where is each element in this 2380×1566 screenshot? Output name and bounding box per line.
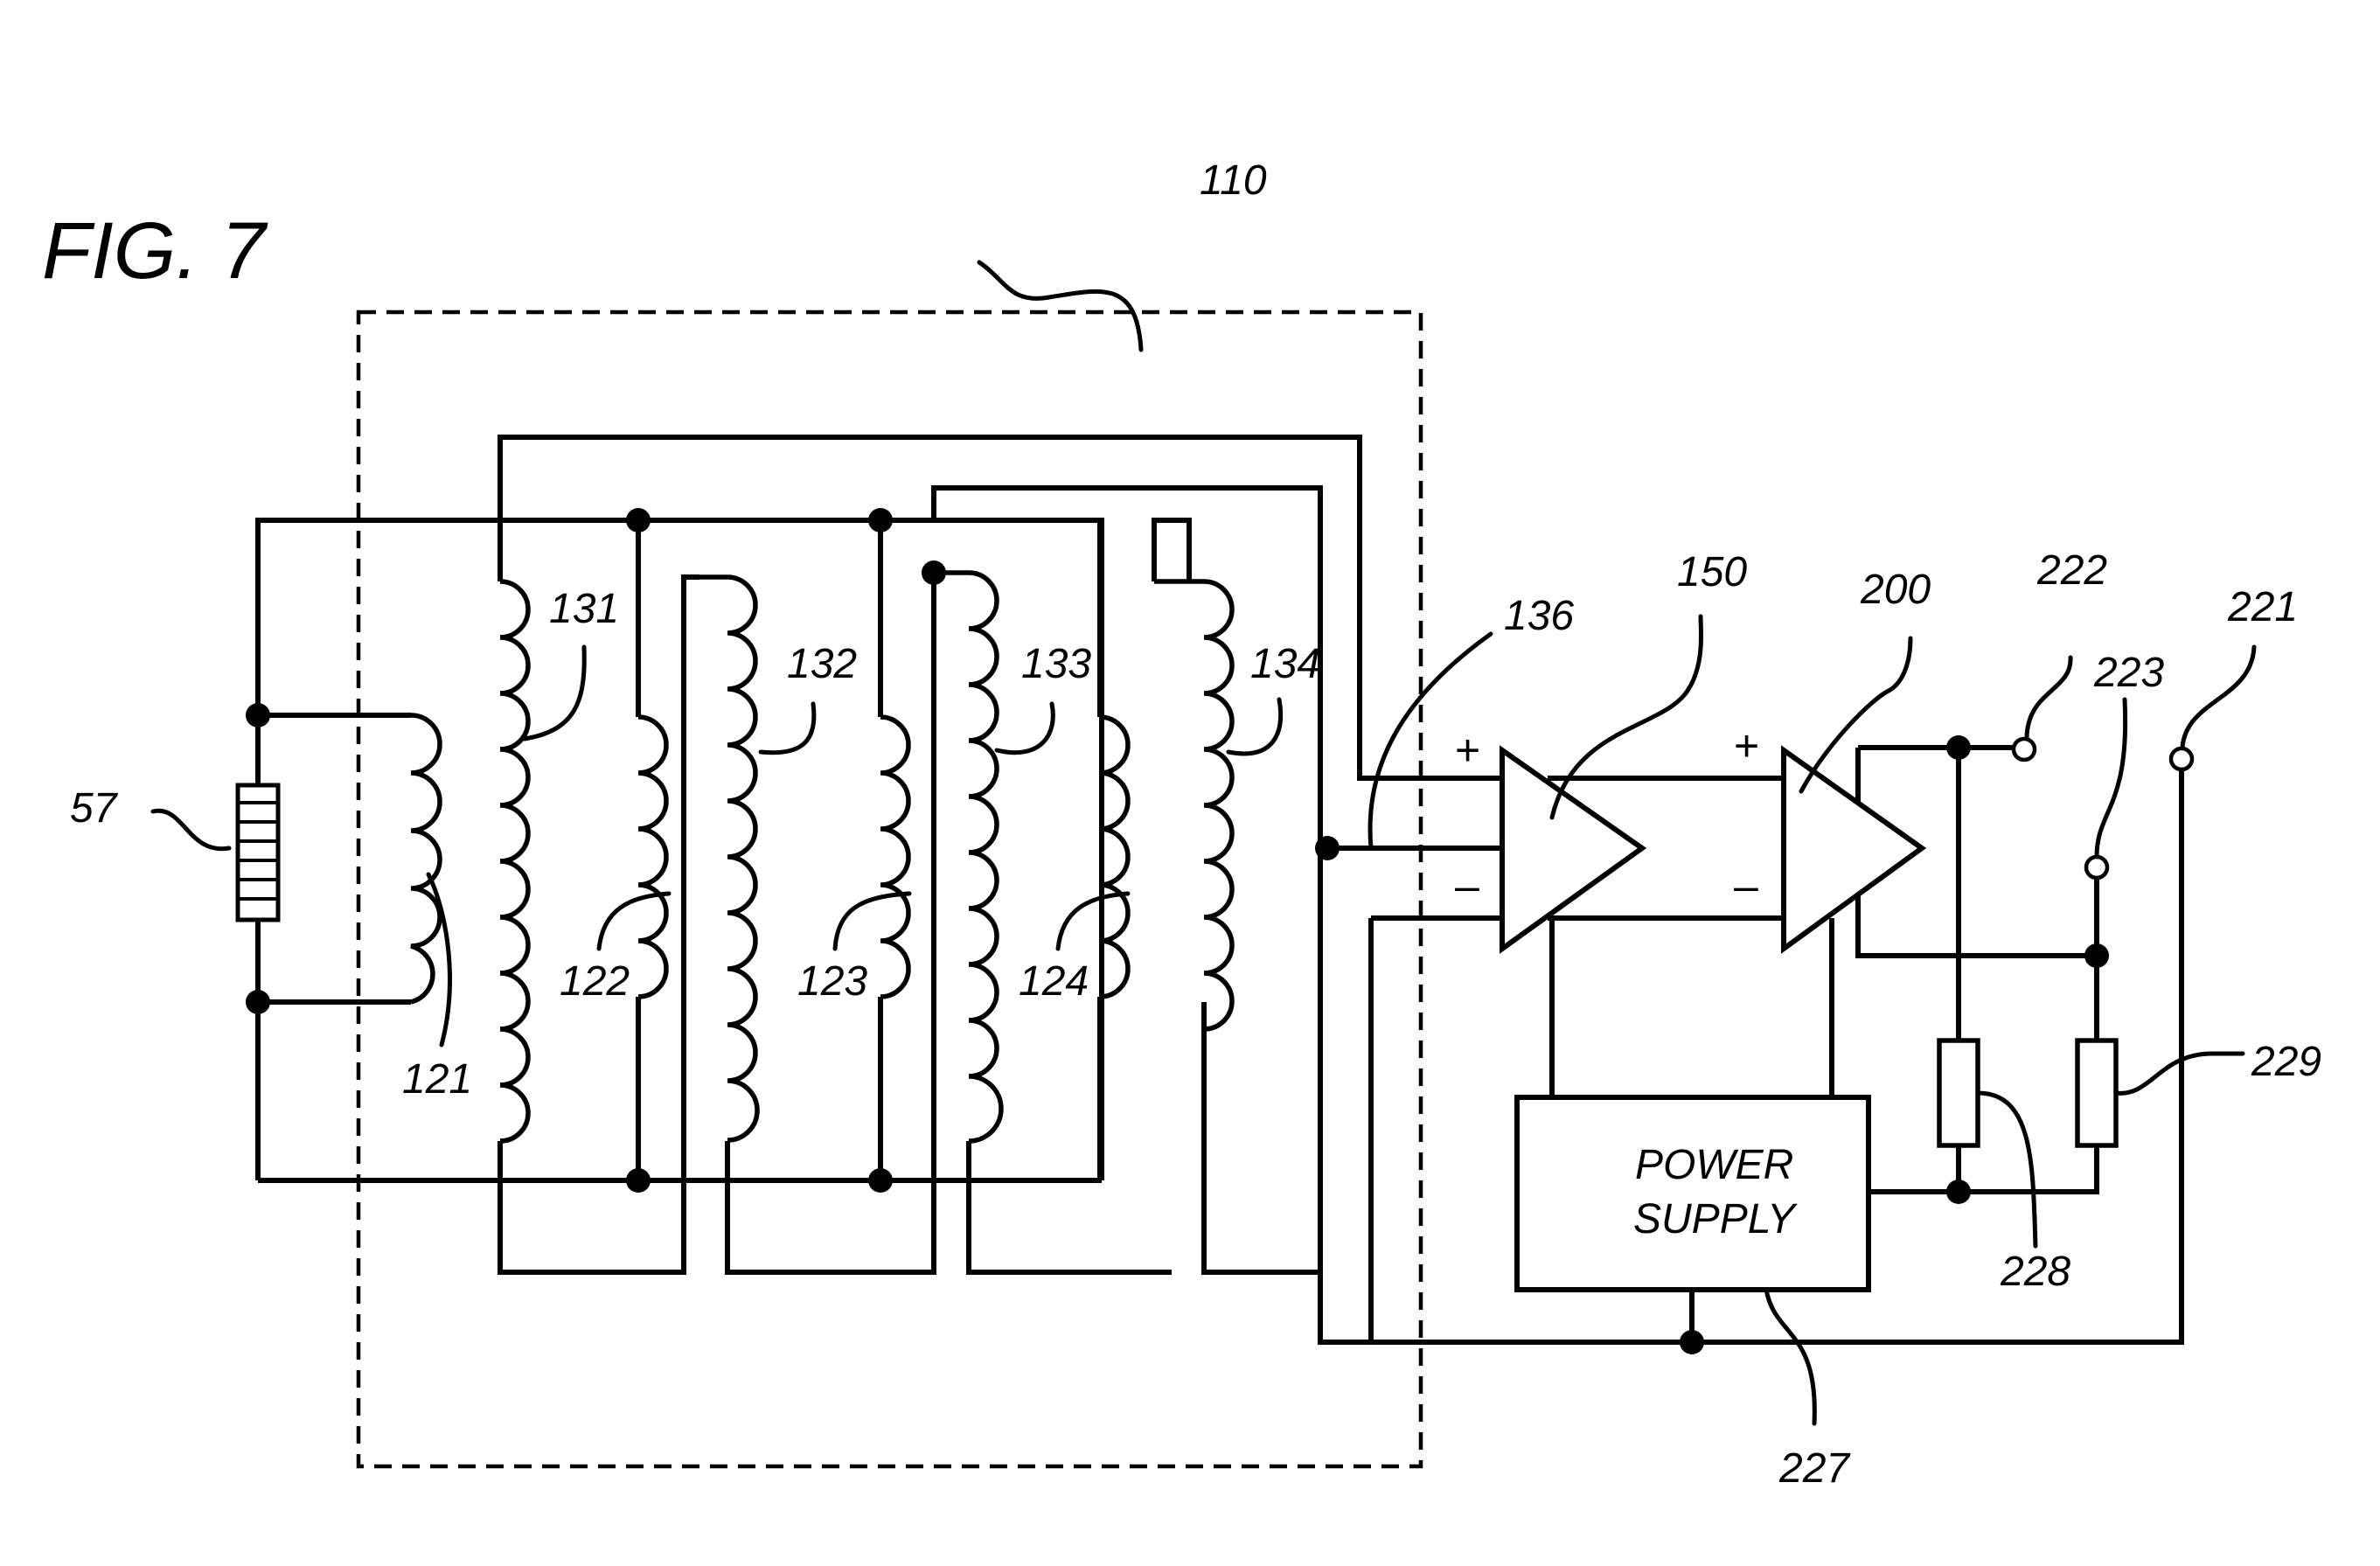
terminal-222 (2011, 736, 2037, 762)
label-150: 150 (1677, 549, 1747, 595)
amplifier-150 (1500, 745, 1647, 954)
amp-150-plus: + (1455, 726, 1480, 775)
amp-150-minus: – (1455, 861, 1479, 910)
label-222: 222 (2036, 547, 2107, 594)
resistor-229 (2075, 1038, 2119, 1148)
sensor-element (235, 783, 281, 922)
label-124: 124 (1019, 958, 1089, 1005)
label-122: 122 (560, 958, 630, 1005)
label-133: 133 (1021, 641, 1091, 687)
label-227: 227 (1778, 1445, 1851, 1492)
coil-122 (637, 714, 669, 999)
coil-132 (699, 574, 760, 1143)
power-supply-line1: POWER (1635, 1142, 1793, 1188)
label-131: 131 (549, 586, 619, 632)
label-121: 121 (402, 1056, 472, 1103)
power-supply-line2: SUPPLY (1633, 1196, 1798, 1242)
label-110: 110 (1200, 157, 1267, 204)
amp-200-minus: – (1734, 861, 1758, 910)
figure-title: FIG. 7 (42, 206, 268, 296)
coil-131 (499, 579, 531, 1144)
label-123: 123 (797, 958, 867, 1005)
coil-134 (1154, 579, 1235, 1032)
coil-133 (934, 570, 1004, 1144)
leader-lines (150, 260, 2257, 1426)
label-221: 221 (2227, 584, 2298, 630)
label-57: 57 (70, 785, 119, 832)
label-228: 228 (2000, 1249, 2070, 1295)
resistor-228 (1937, 1038, 1980, 1148)
coil-124 (1099, 714, 1131, 999)
terminal-221 (2168, 746, 2195, 772)
coil-121 (410, 713, 442, 1005)
amplifier-200 (1781, 745, 1927, 954)
coil-123 (880, 714, 911, 999)
amp-200-plus: + (1734, 721, 1759, 770)
label-229: 229 (2251, 1039, 2321, 1085)
label-132: 132 (787, 641, 857, 687)
wiring (255, 435, 2184, 1345)
label-200: 200 (1860, 567, 1931, 613)
label-223: 223 (2093, 650, 2164, 696)
power-supply-box (1514, 1095, 1871, 1292)
terminal-223 (2084, 854, 2110, 880)
label-136: 136 (1504, 593, 1574, 639)
label-134: 134 (1250, 641, 1320, 687)
dashed-enclosure (356, 310, 1423, 1469)
